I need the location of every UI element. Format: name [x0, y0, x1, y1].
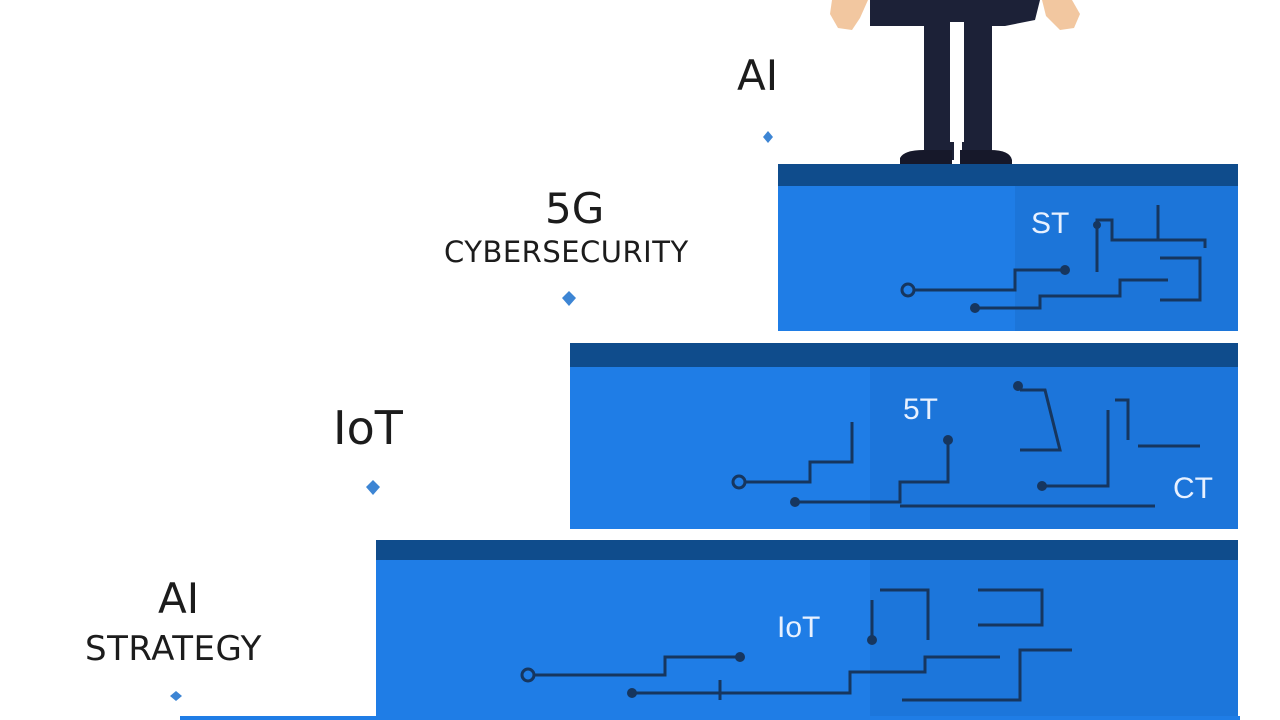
circuit-middle: [745, 388, 1200, 508]
step-bottom: [376, 540, 1238, 720]
step-top: [778, 164, 1238, 331]
marker-diamond-second: [562, 291, 576, 306]
label-second-title: 5G: [545, 184, 605, 233]
label-third-title: IoT: [333, 401, 403, 455]
label-second-subtitle: CYBERSECURITY: [444, 235, 689, 269]
label-bottom-title: AI: [158, 574, 200, 623]
step-middle: [570, 343, 1238, 529]
right-leg: [962, 0, 992, 160]
figure-torso: [870, 0, 1040, 26]
ground-line: [180, 716, 1240, 720]
left-hand: [830, 0, 868, 30]
label-top-title: AI: [737, 51, 779, 100]
step-top-text: ST: [1031, 207, 1070, 240]
right-shoe: [960, 150, 1012, 168]
left-leg: [924, 0, 954, 160]
marker-diamond-third: [366, 480, 380, 495]
marker-diamond-bottom: [170, 691, 182, 701]
step-middle-text-a: 5T: [903, 393, 939, 426]
step-bottom-text: IoT: [777, 611, 821, 644]
label-bottom-subtitle: STRATEGY: [85, 629, 262, 669]
left-shoe: [900, 150, 952, 168]
right-hand: [1042, 0, 1080, 30]
person-figure: [830, 0, 1080, 168]
step-middle-text-b: CT: [1173, 472, 1213, 505]
leg-gap: [950, 22, 964, 142]
marker-diamond-top: [763, 131, 773, 143]
